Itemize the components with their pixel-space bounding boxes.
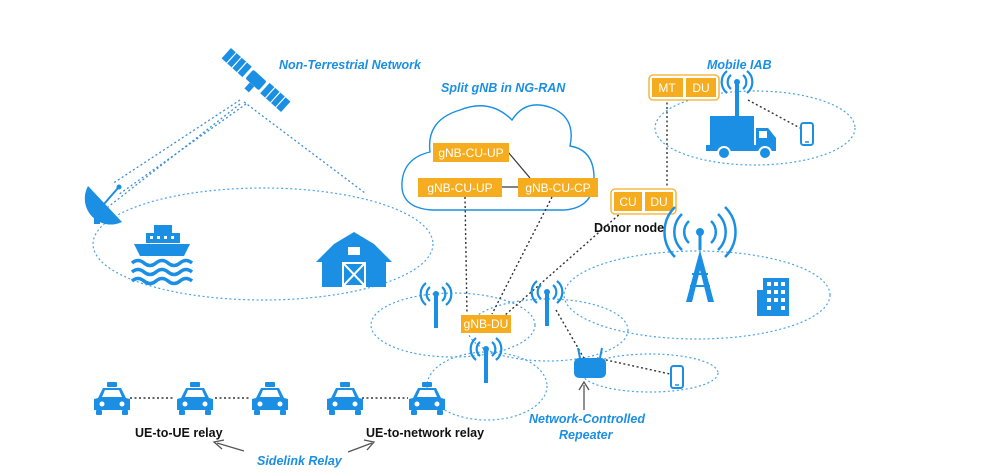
donor-node-box: CU DU [610,188,677,215]
iab-phone-link [747,99,801,129]
car-icon-5 [409,382,445,415]
svg-text:gNB-CU-UP: gNB-CU-UP [427,181,492,195]
truck-icon [706,116,776,160]
gnb-cu-cp-box: gNB-CU-CP [518,178,598,197]
ntn-label: Non-Terrestrial Network [279,58,422,72]
gnb-du-box: gNB-DU [461,315,511,333]
svg-text:gNB-CU-CP: gNB-CU-CP [525,181,590,195]
mobile-iab-label: Mobile IAB [707,58,772,72]
repeater-coverage-ellipse [581,353,719,393]
tower-icon [663,206,737,302]
repeater-arrow-icon [578,380,590,410]
dish-antenna-icon [84,184,122,225]
mobile-iab-box: MT DU [648,74,720,101]
phone-icon-repeater [670,365,684,389]
car-icon-3 [252,382,288,415]
du-repeater-link [555,309,586,361]
car-icon-4 [327,382,363,415]
svg-text:gNB-CU-UP: gNB-CU-UP [438,146,503,160]
antenna-icon-du-left [419,281,453,330]
svg-text:gNB-DU: gNB-DU [464,317,509,331]
gnb-du-coverage-right [467,298,629,362]
car-icon-2 [177,382,213,415]
sidelink-arrow-right-icon [347,439,376,453]
ue-to-ue-relay-label: UE-to-UE relay [135,426,223,440]
svg-text:CU: CU [619,195,636,209]
split-gnb-label: Split gNB in NG-RAN [441,81,566,95]
svg-text:DU: DU [650,195,667,209]
sidelink-arrow-left-icon [212,439,245,452]
ncr-label-line1: Network-Controlled [529,412,645,426]
cu-up-du-link [464,196,468,315]
sat-link-right [243,101,366,194]
donor-node-label: Donor node [594,221,664,235]
gnb-cu-up-box-1: gNB-CU-UP [433,143,509,162]
barn-icon [316,232,392,287]
sat-link-dish [111,99,241,185]
repeater-phone-link [596,357,671,375]
antenna-icon-iab [720,69,754,118]
ue-to-network-relay-label: UE-to-network relay [366,426,484,440]
car-icon-1 [94,382,130,415]
sidelink-relay-label: Sidelink Relay [257,454,343,468]
mobile-iab-coverage-ellipse [654,90,856,166]
ncr-label-line2: Repeater [559,428,614,442]
gnb-du-coverage-left [370,292,536,358]
phone-icon-iab [800,122,814,146]
svg-text:DU: DU [692,81,709,95]
cu-cp-du-link [491,196,553,315]
ship-icon [130,225,194,286]
gnb-cu-up-box-2: gNB-CU-UP [418,178,502,197]
building-icon [757,278,789,316]
sat-link-left [107,103,241,208]
repeater-icon [574,347,606,378]
ntn-coverage-ellipse [92,187,434,301]
svg-text:MT: MT [658,81,676,95]
donor-coverage-ellipse [563,250,831,340]
cu-up1-cp-link [507,151,531,179]
sat-link-dish-2 [117,103,247,196]
satellite-icon [221,48,291,112]
antenna-icon-du-bottom [469,336,503,385]
donor-du-link [503,211,623,317]
